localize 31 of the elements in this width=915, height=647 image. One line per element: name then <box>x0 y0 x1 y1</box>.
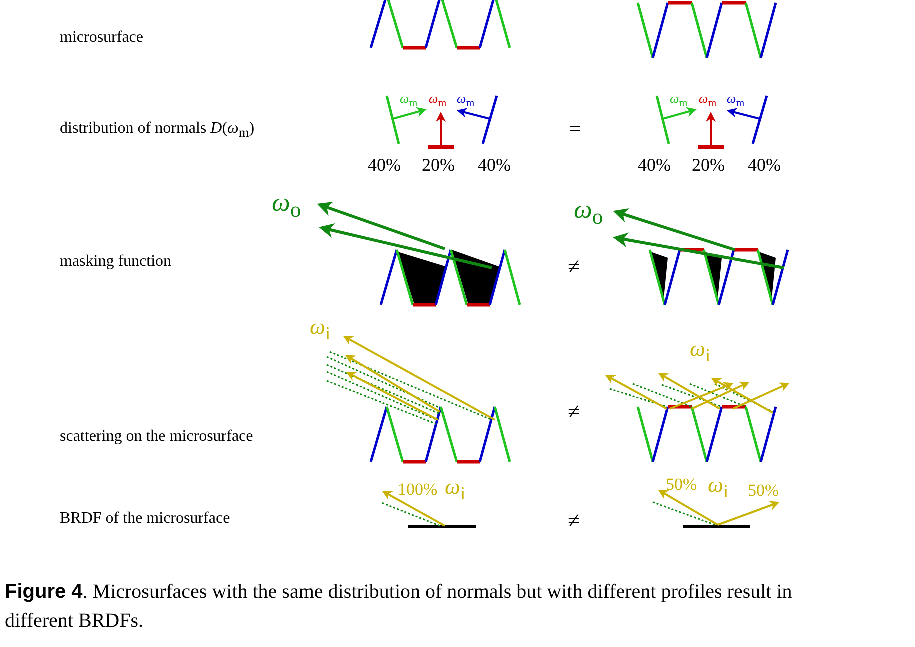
percentage-label: 40% <box>638 156 671 174</box>
not-equal-sign: ≠ <box>568 510 580 532</box>
math-symbol: ω$_{m}$ <box>429 92 447 110</box>
percentage-label: 40% <box>748 156 781 174</box>
math-symbol: ω$_{i}$ <box>690 338 711 365</box>
percentage-label: 20% <box>422 156 455 174</box>
math-symbol: ω$_{i}$ <box>708 474 729 501</box>
not-equal-sign: ≠ <box>568 256 580 278</box>
percentage-label: 40% <box>368 156 401 174</box>
math-symbol: ω$_{o}$ <box>272 190 302 222</box>
math-symbol: ω$_{m}$ <box>699 92 717 110</box>
percentage-label: 20% <box>692 156 725 174</box>
figure-caption: Figure 4. Microsurfaces with the same distribution of normals but with different profiles result in different BRDFs. <box>5 580 794 634</box>
not-equal-sign: ≠ <box>568 401 580 423</box>
row-label: BRDF of the microsurface <box>60 511 230 527</box>
row-label: microsurface <box>60 30 144 46</box>
row-label: masking function <box>60 254 172 270</box>
percentage-label: 40% <box>478 156 511 174</box>
math-symbol: ω$_{m}$ <box>457 92 475 110</box>
math-symbol: ω$_{m}$ <box>670 92 688 110</box>
math-symbol: ω$_{i}$ <box>445 476 466 503</box>
equals-sign: = <box>569 118 582 140</box>
math-symbol: ω$_{o}$ <box>574 197 604 229</box>
row-label: scattering on the microsurface <box>60 429 254 445</box>
percentage-label: 100% <box>398 481 438 498</box>
math-symbol: ω$_{i}$ <box>310 316 331 343</box>
percentage-label: 50% <box>666 476 698 493</box>
percentage-label: 50% <box>748 482 780 499</box>
math-symbol: ω$_{m}$ <box>400 92 418 110</box>
row-label: distribution of normals D(ω$_{m}$) <box>60 121 255 140</box>
math-symbol: ω$_{m}$ <box>727 92 745 110</box>
